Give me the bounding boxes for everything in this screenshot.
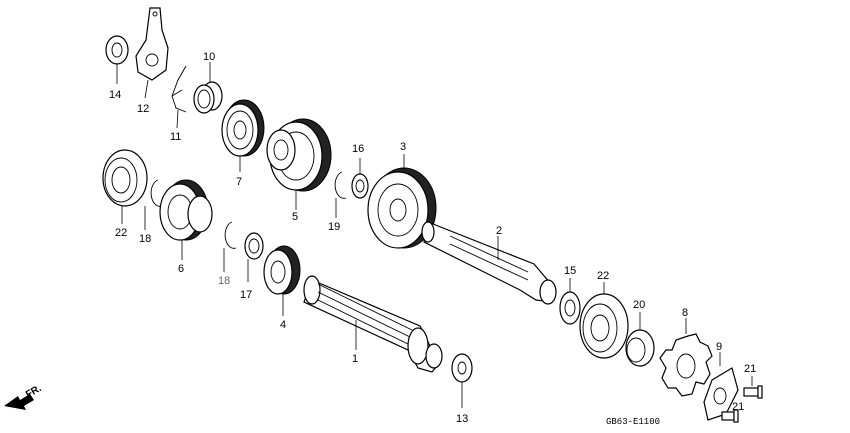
bearing-22-right (579, 293, 629, 359)
label-18-lower: 18 (218, 275, 230, 287)
label-13: 13 (456, 413, 468, 425)
gear-3 (367, 167, 437, 249)
diagram-code: GB63-E1100 (606, 417, 660, 427)
label-12: 12 (137, 103, 149, 115)
label-14: 14 (109, 89, 121, 101)
label-5: 5 (292, 211, 298, 223)
oil-seal-20 (625, 329, 655, 367)
label-11: 11 (170, 131, 181, 143)
plate-12 (135, 7, 169, 81)
mainshaft-1 (303, 275, 443, 373)
label-19: 19 (328, 221, 340, 233)
washer-13 (451, 353, 473, 383)
label-15: 15 (564, 265, 576, 277)
sprocket-8 (659, 333, 713, 397)
label-3: 3 (400, 141, 406, 153)
label-2: 2 (496, 225, 502, 237)
label-17: 17 (240, 289, 252, 301)
bushing-10 (193, 81, 223, 114)
label-6: 6 (178, 263, 184, 275)
washer-17 (244, 232, 264, 260)
label-20: 20 (633, 299, 645, 311)
label-8: 8 (682, 307, 688, 319)
countershaft-2 (421, 221, 557, 305)
label-16: 16 (352, 143, 364, 155)
washer-16 (351, 173, 369, 199)
washer-15 (559, 291, 581, 325)
label-7: 7 (236, 176, 242, 188)
bearing-22-left (102, 149, 148, 207)
snap-ring-18-lower (224, 221, 237, 249)
direction-label: FR. (24, 383, 44, 401)
gear-6 (159, 179, 213, 241)
label-22-left: 22 (115, 227, 127, 239)
front-direction-arrow-icon (4, 394, 34, 410)
snap-ring-18-upper (150, 179, 163, 207)
spring-clip-11 (171, 65, 187, 113)
gear-4 (263, 245, 301, 295)
label-21-upper: 21 (744, 363, 756, 375)
label-22-right: 22 (597, 270, 609, 282)
label-18-upper: 18 (139, 233, 151, 245)
label-1: 1 (352, 353, 358, 365)
label-9: 9 (716, 341, 722, 353)
snap-ring-19 (334, 171, 347, 199)
label-4: 4 (280, 319, 286, 331)
bolt-21-upper (743, 385, 763, 399)
washer-14 (105, 35, 129, 65)
label-10: 10 (203, 51, 215, 63)
gear-7 (221, 99, 265, 157)
gear-5 (266, 118, 332, 192)
bolt-21-lower (721, 409, 739, 423)
label-21-lower: 21 (732, 401, 744, 413)
